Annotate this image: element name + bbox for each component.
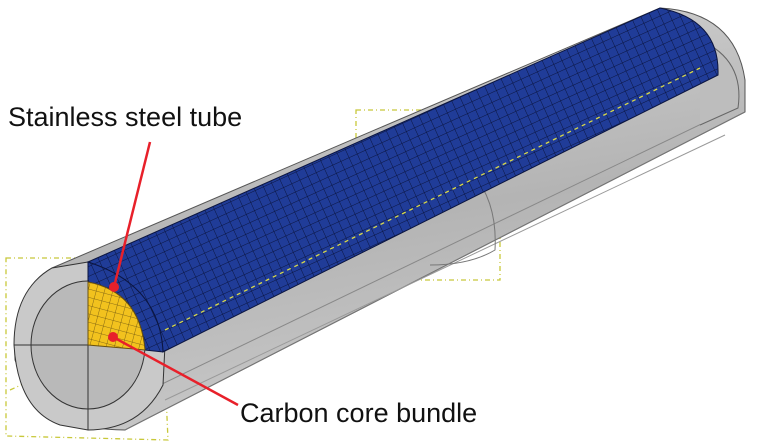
tube-edge [124,111,746,431]
label-carbon-core-bundle: Carbon core bundle [240,398,478,428]
leader-core [108,332,239,407]
axis-line [164,67,701,331]
label-stainless-steel-tube: Stainless steel tube [8,102,243,132]
tube-edge [159,114,721,386]
tube-mesh [86,7,719,353]
core-mesh [87,281,146,351]
tube-edge [164,134,726,401]
leader-tube [109,141,152,292]
